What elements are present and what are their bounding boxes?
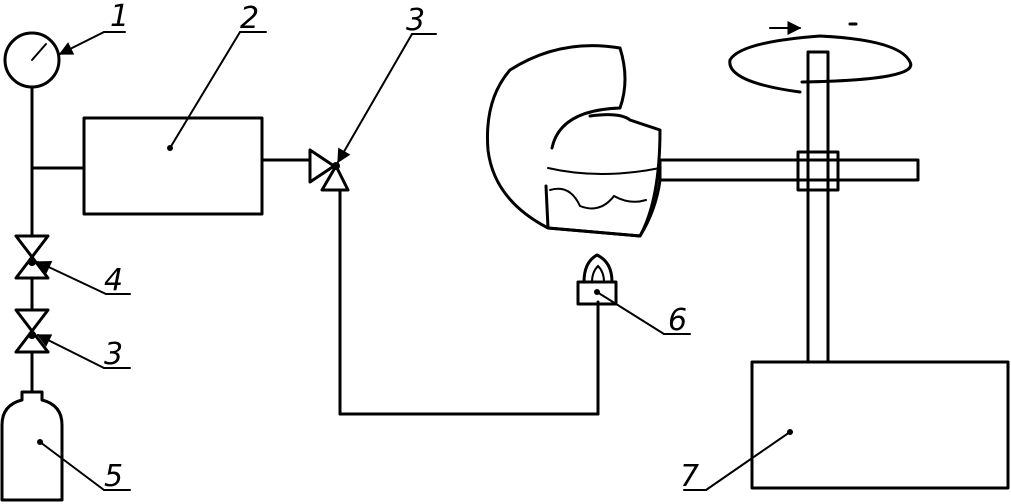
label-valve-lower: 3 <box>104 337 123 372</box>
gas-supply-line <box>30 85 86 394</box>
burner <box>576 253 618 306</box>
rotating-stand <box>658 21 920 364</box>
label-burner: 6 <box>668 303 687 338</box>
control-unit-box <box>82 116 312 216</box>
label-valve-top: 3 <box>406 3 425 38</box>
three-way-valve <box>308 148 600 416</box>
base-drive-unit <box>750 360 1010 490</box>
label-base: 7 <box>680 459 699 494</box>
label-unit: 2 <box>240 1 259 36</box>
leader-lines <box>36 31 791 491</box>
pressure-gauge <box>3 31 61 89</box>
helmet-specimen <box>486 44 662 238</box>
label-gauge: 1 <box>110 0 129 34</box>
shutoff-valve-upper <box>14 234 50 280</box>
gas-cylinder <box>0 390 64 502</box>
label-cylinder: 5 <box>104 459 123 494</box>
label-valve-upper: 4 <box>104 263 123 298</box>
